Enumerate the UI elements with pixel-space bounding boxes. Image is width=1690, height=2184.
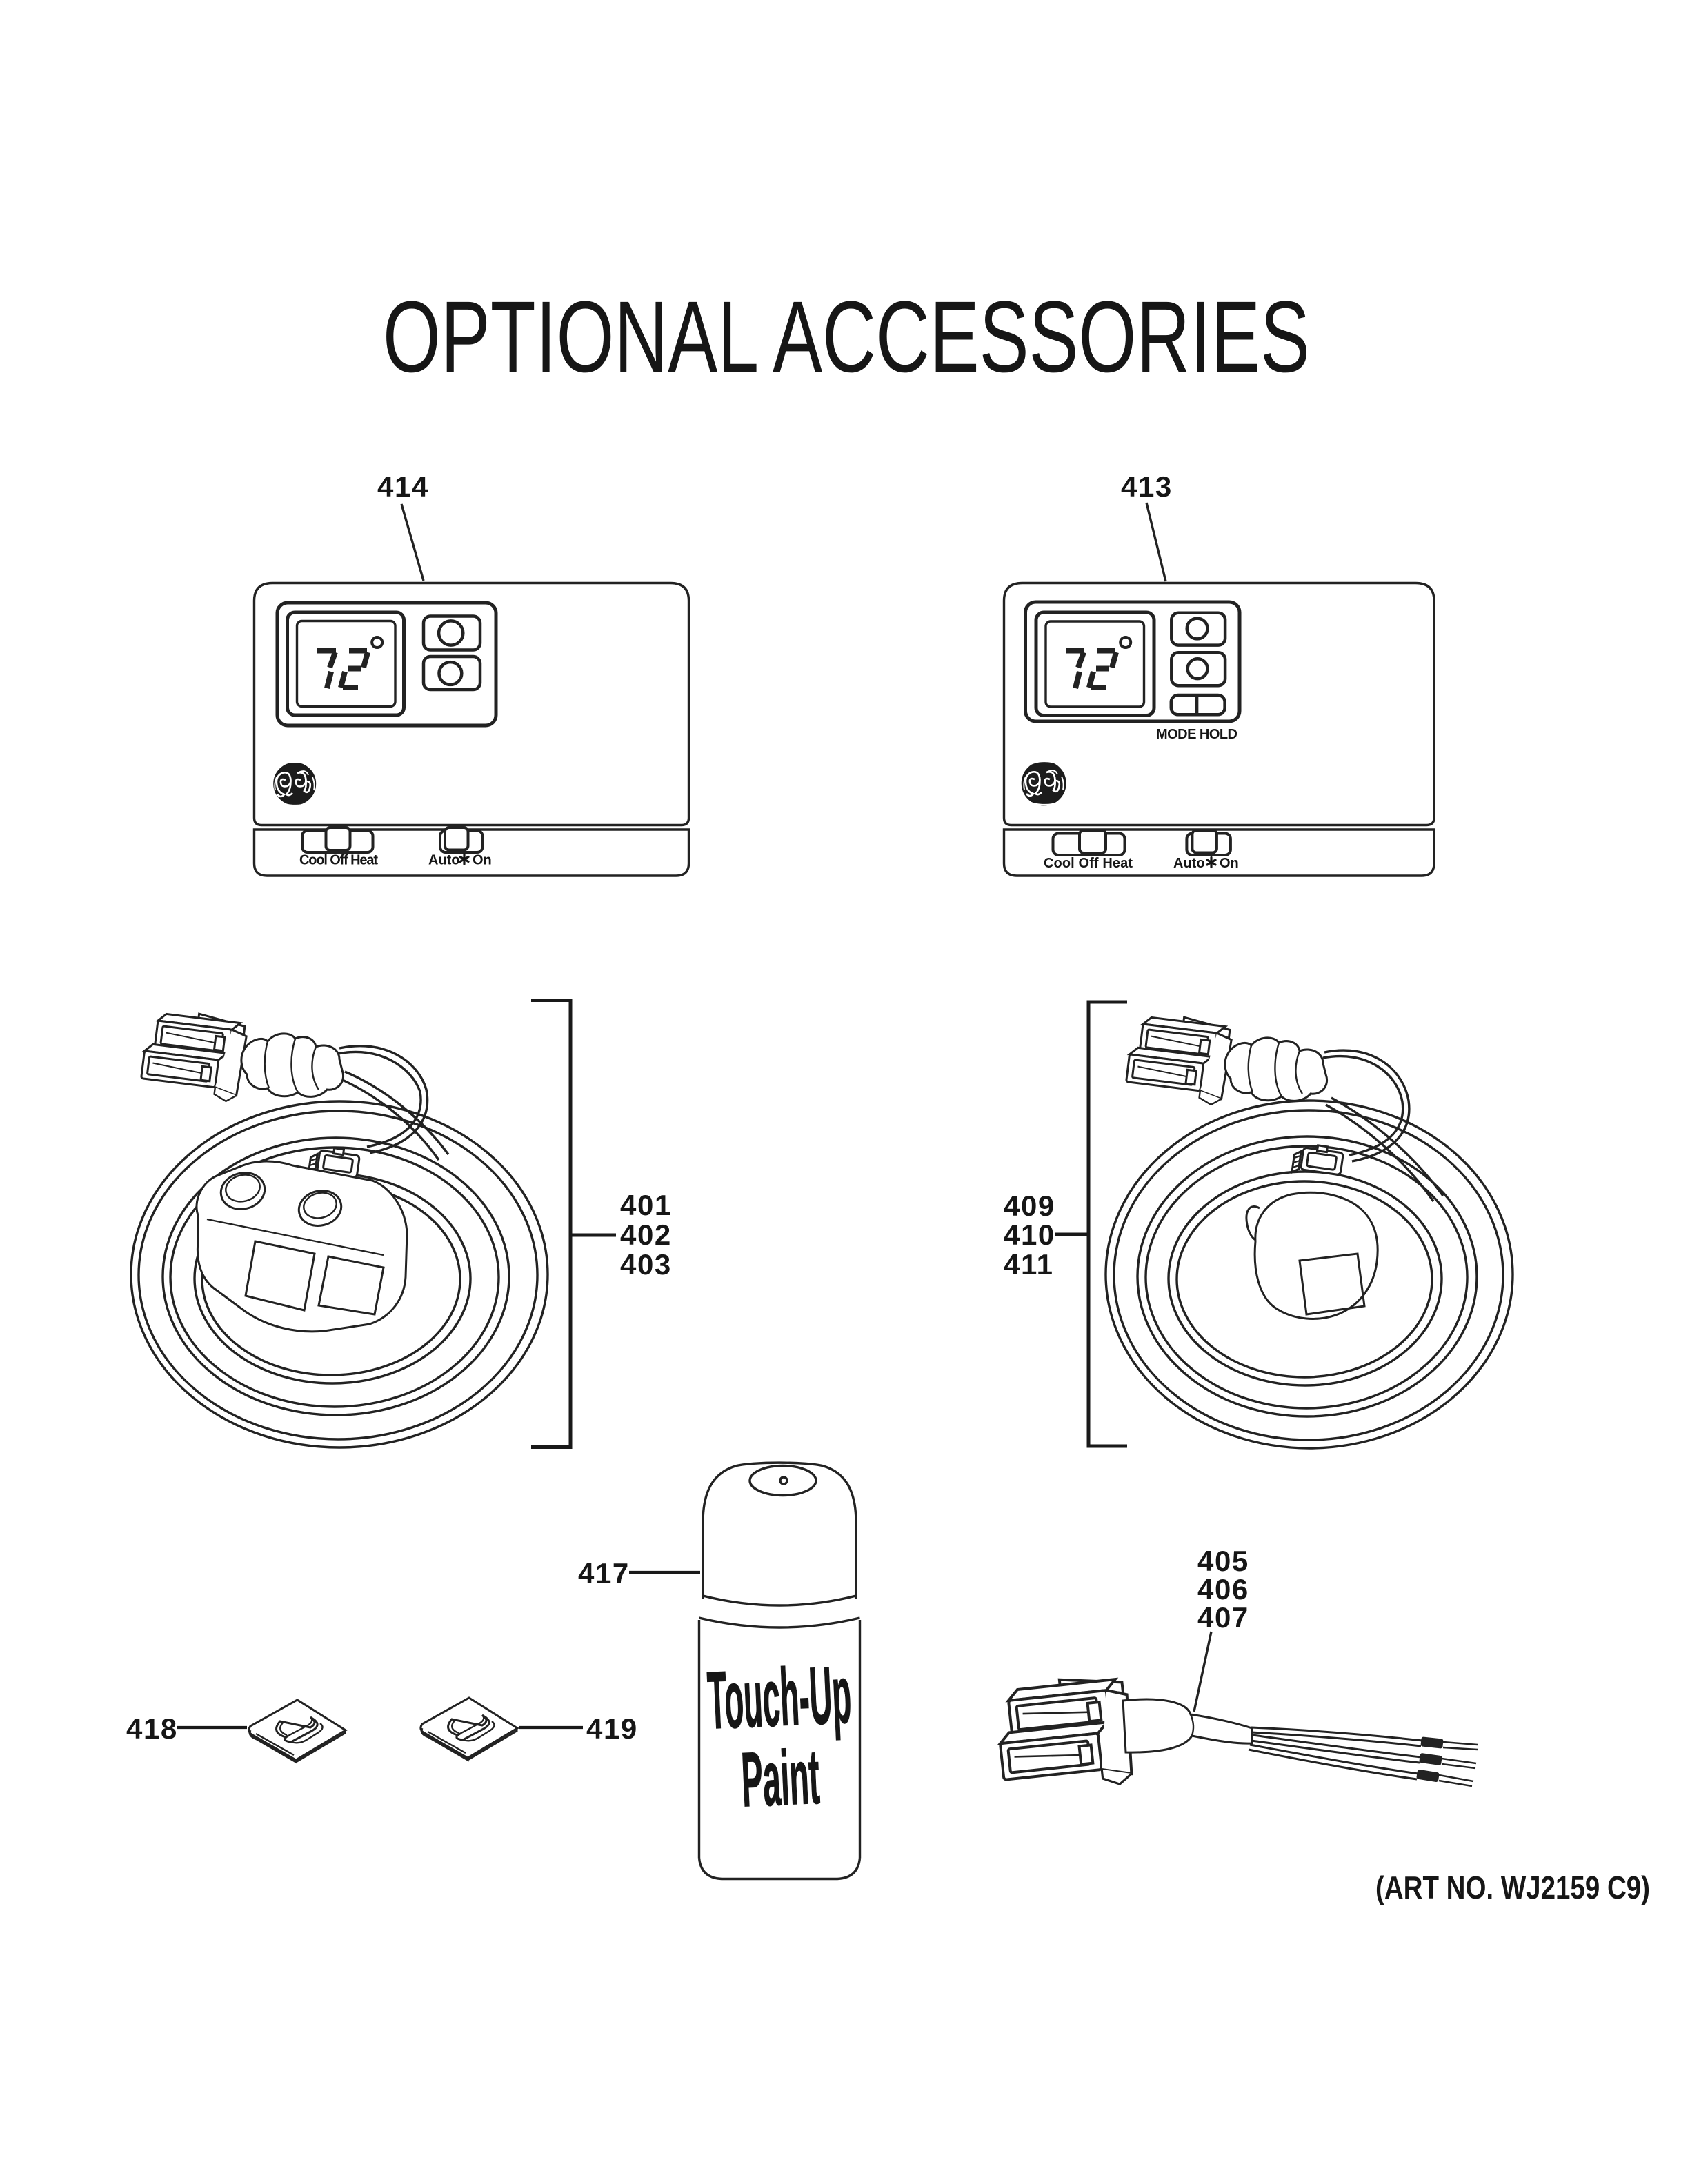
- svg-text:418: 418: [126, 1712, 178, 1745]
- svg-text:414: 414: [377, 470, 429, 503]
- svg-text:Cool Off Heat: Cool Off Heat: [1044, 856, 1133, 871]
- svg-text:402: 402: [620, 1219, 672, 1251]
- svg-text:409: 409: [1004, 1190, 1055, 1222]
- svg-text:On: On: [473, 853, 492, 868]
- svg-text:403: 403: [620, 1248, 672, 1281]
- svg-text:419: 419: [586, 1712, 638, 1745]
- svg-text:Auto: Auto: [428, 853, 460, 868]
- svg-text:OPTIONAL ACCESSORIES: OPTIONAL ACCESSORIES: [383, 281, 1310, 394]
- svg-text:410: 410: [1004, 1219, 1055, 1251]
- svg-text:(ART NO. WJ2159 C9): (ART NO. WJ2159 C9): [1375, 1870, 1650, 1905]
- svg-text:Cool Off Heat: Cool Off Heat: [299, 853, 378, 868]
- svg-text:406: 406: [1197, 1573, 1249, 1605]
- svg-text:Touch-Up: Touch-Up: [706, 1650, 853, 1747]
- svg-text:Paint: Paint: [739, 1734, 821, 1823]
- svg-text:Auto: Auto: [1173, 856, 1205, 871]
- svg-text:On: On: [1220, 856, 1239, 871]
- svg-text:405: 405: [1197, 1545, 1249, 1577]
- svg-text:417: 417: [578, 1557, 630, 1590]
- svg-text:MODE HOLD: MODE HOLD: [1156, 727, 1237, 742]
- svg-text:401: 401: [620, 1189, 672, 1221]
- svg-text:413: 413: [1121, 470, 1173, 503]
- svg-text:411: 411: [1004, 1248, 1054, 1281]
- svg-text:407: 407: [1197, 1601, 1249, 1634]
